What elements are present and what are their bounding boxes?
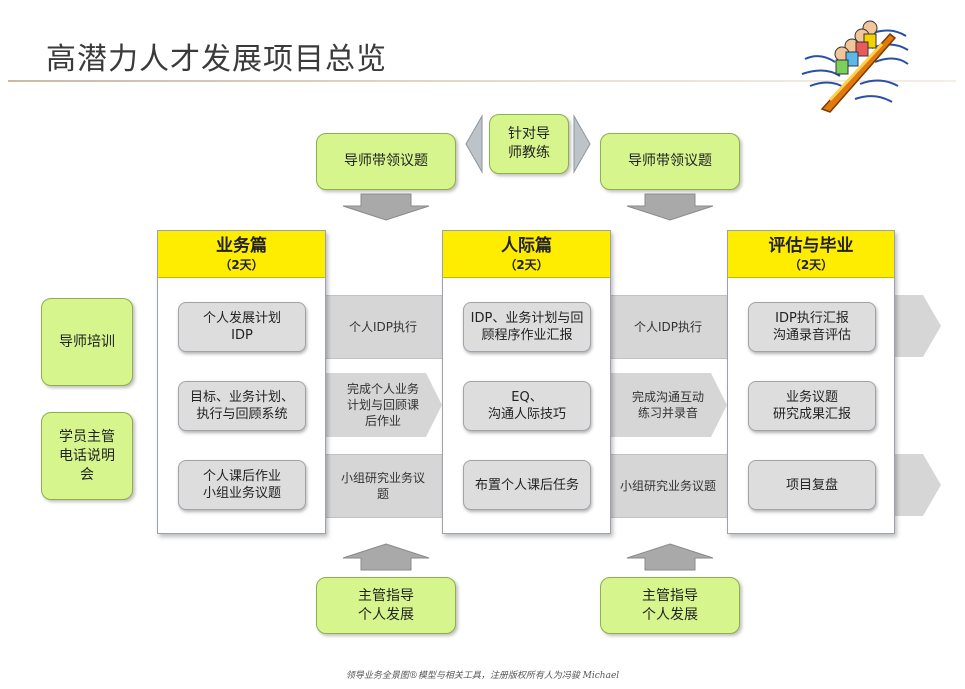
module-item: 业务议题 研究成果汇报 — [748, 381, 876, 431]
band-arrow-right-1 — [893, 295, 941, 357]
footer-copyright: 领导业务全景图®模型与相关工具，注册版权所有人为冯骏 Michael — [345, 671, 620, 681]
band-communication-practice: 完成沟通互动 练习并录音 — [609, 373, 727, 437]
module-item: IDP、业务计划与回 顾程序作业汇报 — [463, 302, 591, 352]
column-duration: （2天） — [788, 258, 834, 272]
page-title: 高潜力人才发展项目总览 — [46, 42, 387, 77]
right-pointer-arrow — [573, 114, 591, 174]
column-title: 评估与毕业 — [768, 236, 854, 256]
module-item: 目标、业务计划、 执行与回顾系统 — [178, 381, 306, 431]
column-duration: （2天） — [219, 258, 264, 272]
supervisor-guidance-box-right: 主管指导 个人发展 — [600, 577, 740, 634]
down-arrow-right — [626, 193, 714, 221]
supervisor-briefing-box: 学员主管 电话说明 会 — [41, 412, 133, 500]
coaching-box: 针对导 师教练 — [489, 114, 569, 174]
mentor-training-box: 导师培训 — [41, 298, 133, 386]
interpersonal-module-column: 人际篇 （2天） IDP、业务计划与回 顾程序作业汇报 EQ、 沟通人际技巧 布… — [442, 230, 611, 534]
rowing-team-logo — [801, 20, 909, 113]
band-group-research-1: 小组研究业务议 题 — [324, 454, 442, 518]
module-item: IDP执行汇报 沟通录音评估 — [748, 302, 876, 352]
band-arrow-right-3 — [893, 454, 941, 516]
band-business-homework: 完成个人业务 计划与回顾课 后作业 — [324, 373, 442, 437]
down-arrow-left — [342, 193, 430, 221]
up-arrow-right — [626, 543, 714, 571]
column-header: 业务篇 （2天） — [158, 231, 325, 278]
evaluation-graduation-column: 评估与毕业 （2天） IDP执行汇报 沟通录音评估 业务议题 研究成果汇报 项目… — [727, 230, 895, 534]
column-title: 人际篇 — [501, 236, 552, 256]
mentor-topic-box-left: 导师带领议题 — [316, 133, 456, 190]
business-module-column: 业务篇 （2天） 个人发展计划 IDP 目标、业务计划、 执行与回顾系统 个人课… — [157, 230, 326, 534]
module-item: 项目复盘 — [748, 460, 876, 510]
band-idp-execution-1: 个人IDP执行 — [324, 295, 442, 359]
up-arrow-left — [342, 543, 430, 571]
column-header: 评估与毕业 （2天） — [728, 231, 894, 278]
module-item: 个人发展计划 IDP — [178, 302, 306, 352]
module-item: EQ、 沟通人际技巧 — [463, 381, 591, 431]
module-item: 布置个人课后任务 — [463, 460, 591, 510]
title-divider — [8, 80, 956, 82]
supervisor-guidance-box-left: 主管指导 个人发展 — [316, 577, 456, 634]
mentor-topic-box-right: 导师带领议题 — [600, 133, 740, 190]
column-title: 业务篇 — [216, 236, 267, 256]
band-idp-execution-2: 个人IDP执行 — [609, 295, 727, 359]
module-item: 个人课后作业 小组业务议题 — [178, 460, 306, 510]
column-duration: （2天） — [504, 258, 549, 272]
column-header: 人际篇 （2天） — [443, 231, 610, 278]
band-group-research-2: 小组研究业务议题 — [609, 454, 727, 518]
left-pointer-arrow — [465, 114, 483, 174]
